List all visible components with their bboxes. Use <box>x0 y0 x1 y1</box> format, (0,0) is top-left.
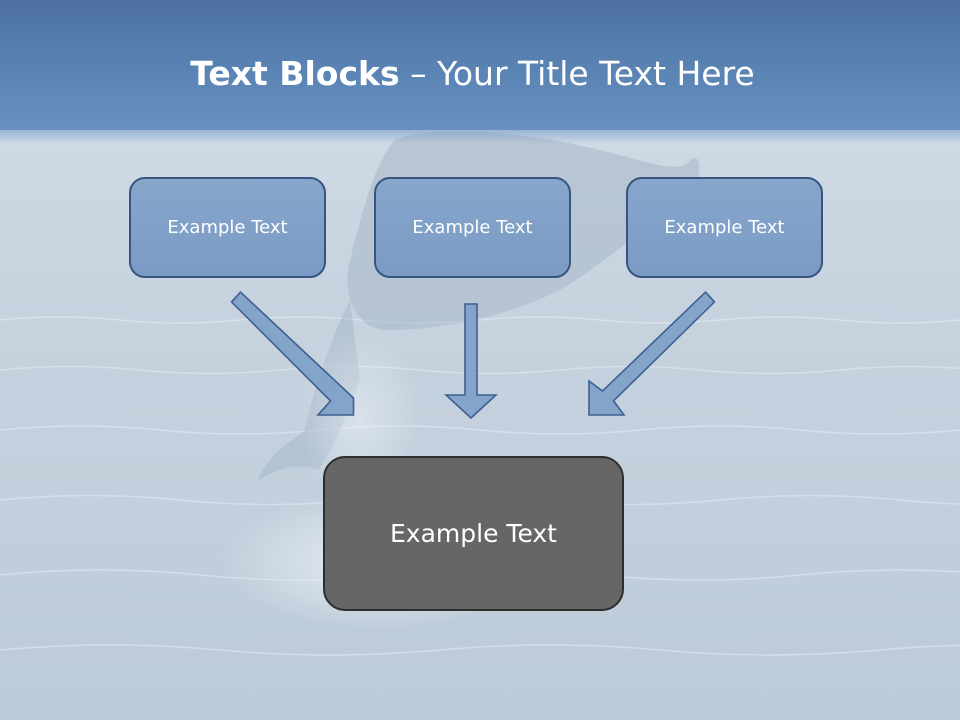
text-block-bottom[interactable]: Example Text <box>323 456 624 611</box>
text-block-center[interactable]: Example Text <box>374 177 571 278</box>
text-block-left-label: Example Text <box>167 217 288 238</box>
arrow-center-down <box>443 303 499 420</box>
text-block-right[interactable]: Example Text <box>626 177 823 278</box>
text-block-bottom-label: Example Text <box>390 519 557 548</box>
page-title: Text Blocks – Your Title Text Here <box>0 52 945 96</box>
text-block-left[interactable]: Example Text <box>129 177 326 278</box>
title-band <box>0 0 960 144</box>
text-block-center-label: Example Text <box>412 217 533 238</box>
title-dash: – <box>399 54 438 93</box>
title-bold-part: Text Blocks <box>190 54 400 93</box>
arrow-right-diagonal <box>588 290 716 416</box>
title-rest: Your Title Text Here <box>437 54 755 93</box>
text-block-right-label: Example Text <box>664 217 785 238</box>
arrow-left-diagonal <box>230 290 355 416</box>
